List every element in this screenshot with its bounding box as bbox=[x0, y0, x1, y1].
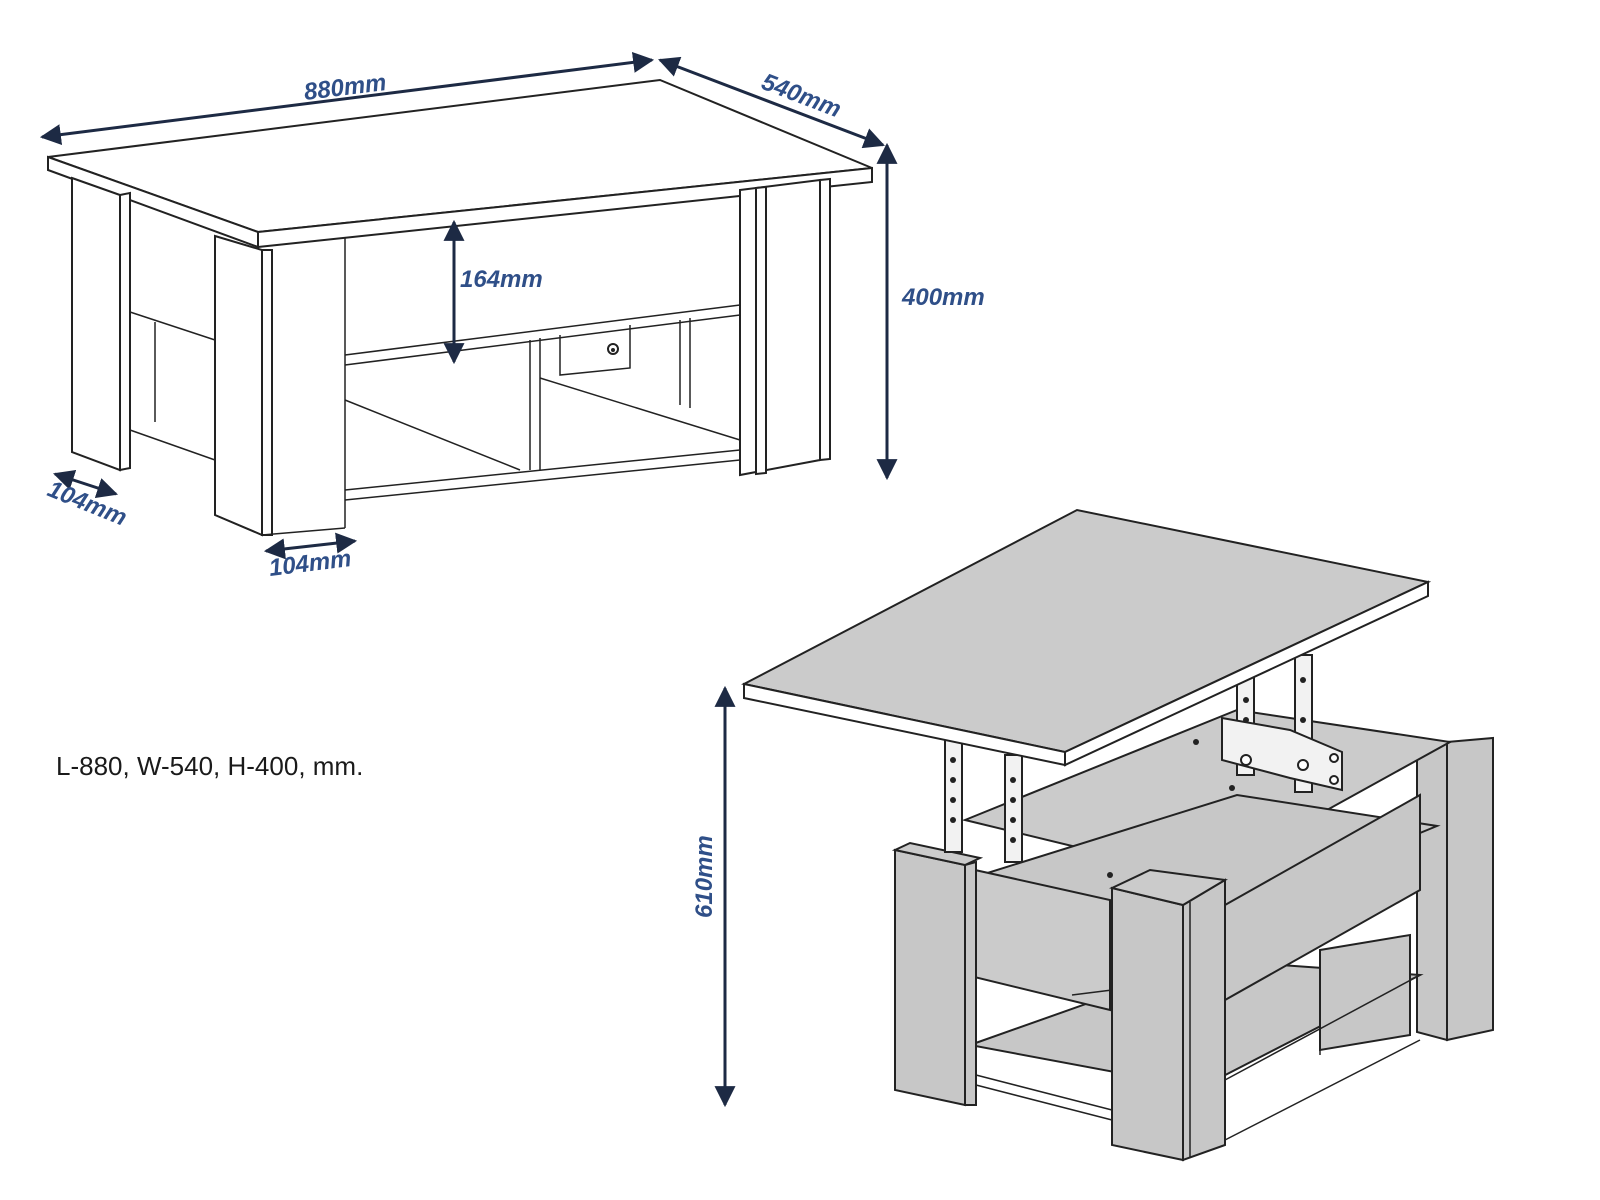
raised-view-dimensions: 610mm bbox=[691, 685, 736, 1108]
height-label: 400mm bbox=[901, 284, 985, 311]
length-dimension-arrow bbox=[39, 51, 655, 146]
leg-depth-dimension-arrow bbox=[53, 469, 118, 499]
closed-view-dimensions: 880mm 540mm 400mm 164mm 104mm 104mm bbox=[39, 51, 985, 582]
dimension-summary: L-880, W-540, H-400, mm. bbox=[56, 751, 363, 781]
leg-width-dimension-arrow bbox=[263, 532, 358, 560]
length-label: 880mm bbox=[302, 69, 387, 106]
closed-table-drawing bbox=[47, 78, 873, 537]
raised-height-label: 610mm bbox=[691, 835, 718, 918]
lift-gap-label: 164mm bbox=[460, 266, 543, 293]
width-dimension-arrow bbox=[658, 56, 885, 149]
raised-table-drawing bbox=[741, 508, 1494, 1162]
